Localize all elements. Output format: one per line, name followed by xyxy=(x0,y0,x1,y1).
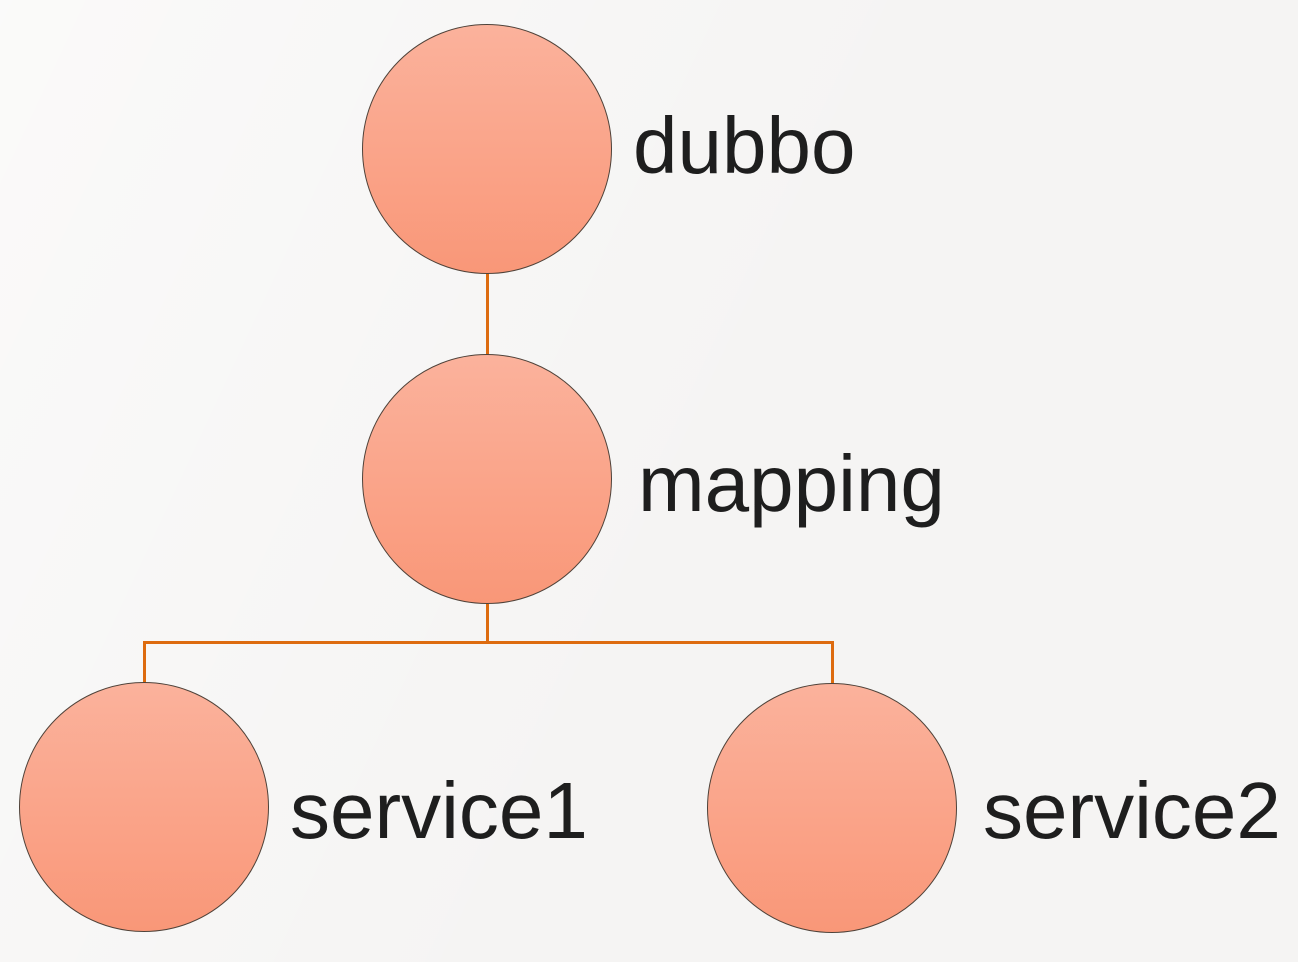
node-label-service2: service2 xyxy=(983,766,1281,855)
connector-mapping-stem xyxy=(486,604,489,644)
node-label-dubbo: dubbo xyxy=(633,101,856,190)
node-circle-dubbo xyxy=(362,24,612,274)
node-circle-mapping xyxy=(362,354,612,604)
connector-branch-to-service1 xyxy=(143,641,146,684)
connector-branch-horizontal xyxy=(143,641,834,644)
node-circle-service1 xyxy=(19,682,269,932)
node-label-mapping: mapping xyxy=(638,439,945,528)
node-label-service1: service1 xyxy=(290,766,588,855)
connector-dubbo-to-mapping xyxy=(486,272,489,356)
connector-branch-to-service2 xyxy=(831,641,834,685)
node-circle-service2 xyxy=(707,683,957,933)
